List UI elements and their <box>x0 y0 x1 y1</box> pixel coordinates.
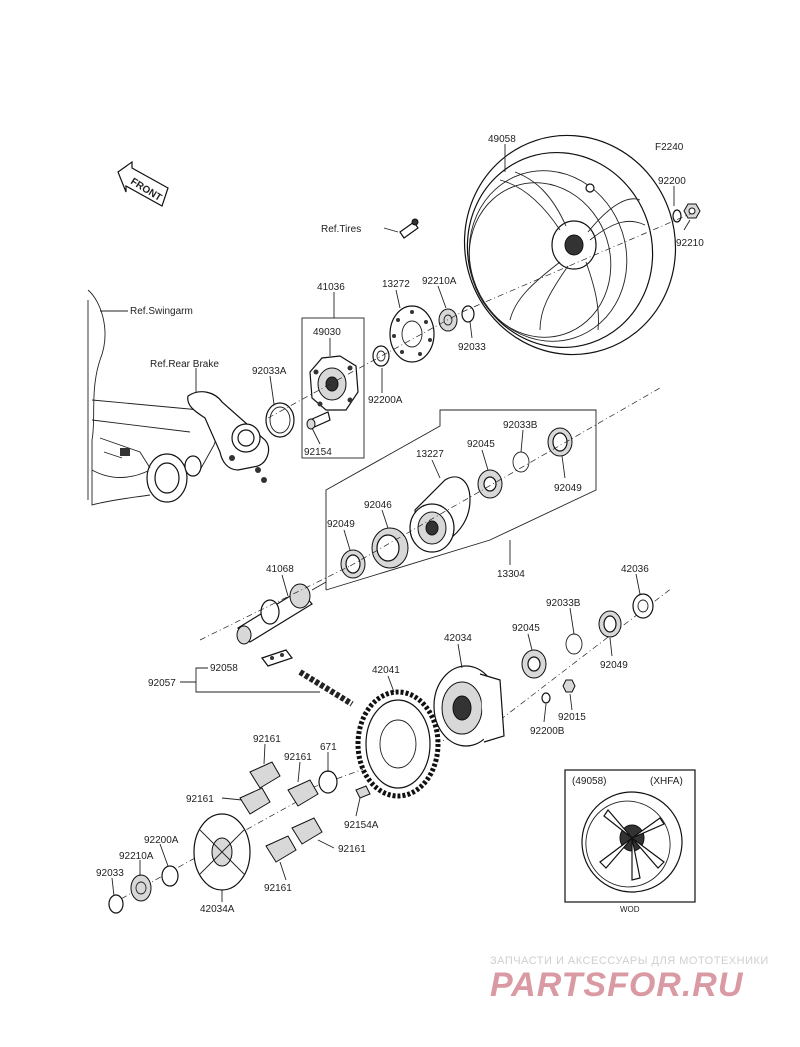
label-92210A-top: 92210A <box>422 276 457 287</box>
ring-671 <box>318 770 338 794</box>
label-92210: 92210 <box>676 238 704 249</box>
diagram-code: F2240 <box>655 142 684 153</box>
label-13227: 13227 <box>416 449 444 460</box>
label-92200A-top: 92200A <box>368 395 403 406</box>
tire-valve-drawing <box>399 218 419 239</box>
label-13304: 13304 <box>497 569 525 580</box>
ref-tires: Ref.Tires <box>321 224 361 235</box>
ref-rear-brake: Ref.Rear Brake <box>150 359 219 370</box>
hub-13227-drawing <box>409 476 471 553</box>
label-92033-top: 92033 <box>458 342 486 353</box>
label-92049-mid: 92049 <box>600 660 628 671</box>
snap-ring-92033B-top <box>512 451 530 473</box>
label-92049-right: 92049 <box>554 483 582 494</box>
damper-rubbers-92161 <box>239 761 323 863</box>
inset-part: (49058) <box>572 776 606 787</box>
label-49058: 49058 <box>488 134 516 145</box>
snap-ring-92033-bot <box>108 894 124 914</box>
label-49030: 49030 <box>313 327 341 338</box>
bearing-92046 <box>371 527 409 569</box>
front-arrow-icon: FRONT <box>117 160 169 207</box>
label-92200: 92200 <box>658 176 686 187</box>
label-92161-a: 92161 <box>253 734 281 745</box>
label-92161-e: 92161 <box>264 883 292 894</box>
coupling-42034A-drawing <box>193 813 251 891</box>
label-41036: 41036 <box>317 282 345 293</box>
label-92033-bot: 92033 <box>96 868 124 879</box>
watermark-brand: PARTSFOR.RU <box>490 966 744 1004</box>
label-92033A: 92033A <box>252 366 287 377</box>
collar-42036 <box>632 593 654 619</box>
snap-ring-92033B-mid <box>565 633 583 655</box>
label-42034: 42034 <box>444 633 472 644</box>
inset-variant: (XHFA) <box>650 776 683 787</box>
leader-lines <box>100 144 691 902</box>
snap-ring-92033A <box>265 402 295 438</box>
nut-92210A-bot <box>130 874 152 902</box>
label-671: 671 <box>320 742 337 753</box>
label-42034A: 42034A <box>200 904 235 915</box>
plate-13272-drawing <box>389 305 435 363</box>
label-92210A-bot: 92210A <box>119 851 154 862</box>
watermark-tagline: ЗАПЧАСТИ И АКСЕССУАРЫ ДЛЯ МОТОТЕХНИКИ <box>490 955 769 967</box>
washer-92200B <box>541 692 551 704</box>
brake-bracket-drawing <box>187 391 270 483</box>
label-42041: 42041 <box>372 665 400 676</box>
axle-41068-drawing <box>236 581 327 645</box>
label-92161-d: 92161 <box>338 844 366 855</box>
group-13304-outline <box>325 409 597 591</box>
label-92200B: 92200B <box>530 726 565 737</box>
ref-swingarm: Ref.Swingarm <box>130 306 193 317</box>
sprocket-42041-drawing <box>355 689 441 799</box>
inset-caption: WOD <box>620 905 640 914</box>
label-92154: 92154 <box>304 447 332 458</box>
label-92033B-mid: 92033B <box>546 598 581 609</box>
label-92161-c: 92161 <box>186 794 214 805</box>
label-42036: 42036 <box>621 564 649 575</box>
washer-92200A-bot <box>161 865 179 887</box>
watermark: ЗАПЧАСТИ И АКСЕССУАРЫ ДЛЯ МОТОТЕХНИКИ PA… <box>490 955 769 1004</box>
label-92015: 92015 <box>558 712 586 723</box>
label-92057: 92057 <box>148 678 176 689</box>
label-13272: 13272 <box>382 279 410 290</box>
chain-92057-drawing <box>261 649 354 707</box>
label-92045-mid: 92045 <box>512 623 540 634</box>
label-92161-b: 92161 <box>284 752 312 763</box>
washer-92200A <box>372 345 390 367</box>
hub-41036-drawing <box>301 317 365 459</box>
label-92200A-bot: 92200A <box>144 835 179 846</box>
label-92046: 92046 <box>364 500 392 511</box>
label-92058: 92058 <box>210 663 238 674</box>
carrier-42034-drawing <box>433 665 505 747</box>
bolt-92154A <box>355 785 371 799</box>
snap-ring-92033-top <box>461 305 475 323</box>
label-92045-top: 92045 <box>467 439 495 450</box>
label-41068: 41068 <box>266 564 294 575</box>
label-92033B-top: 92033B <box>503 420 538 431</box>
label-92049-left: 92049 <box>327 519 355 530</box>
swingarm-drawing <box>87 289 217 506</box>
variant-inset: (49058) (XHFA) WOD <box>564 769 696 914</box>
wheel-49058-drawing <box>463 134 677 356</box>
label-92154A: 92154A <box>344 820 379 831</box>
nut-92015 <box>562 679 576 693</box>
